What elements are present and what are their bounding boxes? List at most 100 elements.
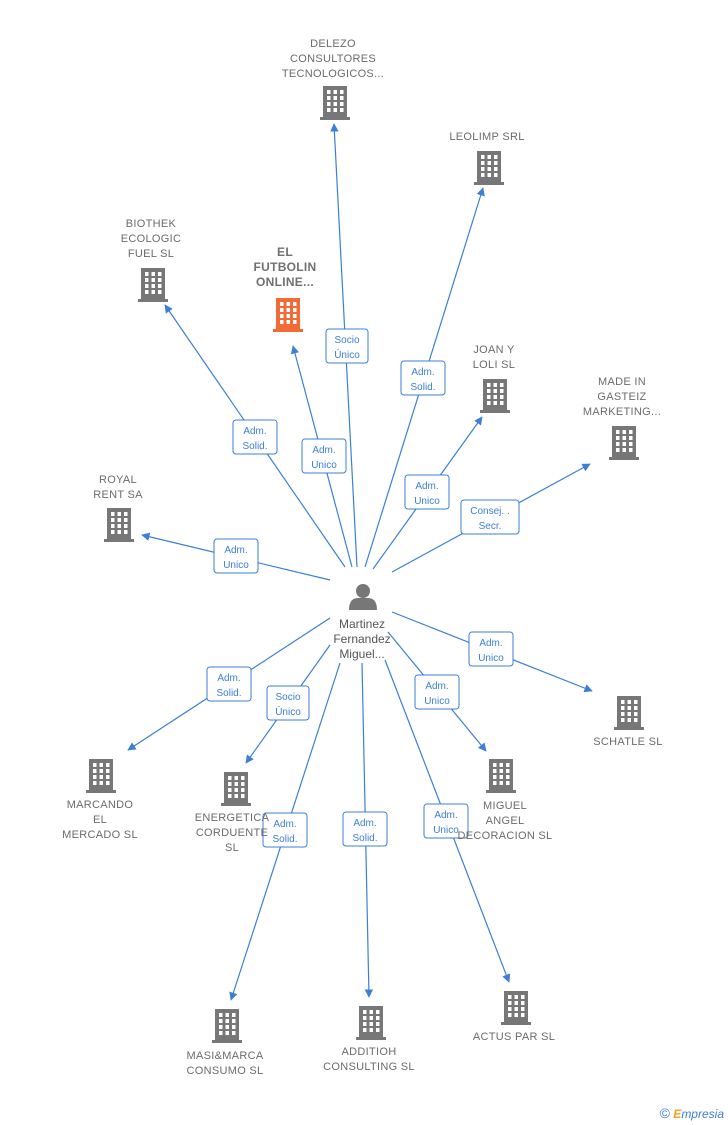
- company-node-madein[interactable]: MADE INGASTEIZMARKETING...: [583, 376, 661, 460]
- company-label-masi-line-1: MASI&MARCA: [187, 1050, 264, 1062]
- building-icon: [138, 268, 168, 302]
- relation-label-energetica-line-1: Socio: [275, 692, 300, 703]
- relation-label-biothek-line-2: Solid.: [242, 441, 267, 452]
- relation-label-additioh-line-2: Solid.: [352, 833, 377, 844]
- company-node-schatle[interactable]: SCHATLE SL: [593, 696, 662, 748]
- building-icon: [609, 426, 639, 460]
- company-label-energetica-line-1: ENERGETICA: [195, 812, 270, 824]
- company-label-energetica-line-2: CORDUENTE: [196, 827, 268, 839]
- company-label-miguel-line-3: DECORACION SL: [458, 830, 553, 842]
- brand-name: mpresia: [681, 1107, 724, 1121]
- company-label-delezo-line-3: TECNOLOGICOS...: [282, 68, 384, 80]
- relation-label-marcando-line-2: Solid.: [216, 688, 241, 699]
- relation-badge-futbolin[interactable]: Adm. Unico: [301, 438, 347, 474]
- center-person[interactable]: Martinez Fernandez Miguel...: [333, 584, 391, 661]
- relation-badge-marcando[interactable]: Adm. Solid.: [206, 666, 252, 702]
- relation-label-masi-line-1: Adm.: [273, 819, 296, 830]
- relation-label-futbolin-line-2: Unico: [311, 460, 337, 471]
- relation-label-miguel-line-2: Unico: [424, 696, 450, 707]
- company-label-futbolin-line-3: ONLINE...: [256, 275, 314, 289]
- copyright-icon: ©: [659, 1105, 670, 1121]
- company-label-futbolin-line-1: EL: [277, 245, 293, 259]
- relation-badge-actus[interactable]: Adm. Unico: [423, 803, 469, 839]
- relation-label-futbolin-line-1: Adm.: [312, 445, 335, 456]
- building-icon: [614, 696, 644, 730]
- brand-initial: E: [673, 1107, 682, 1121]
- company-node-joan[interactable]: JOAN Y LOLI SL: [473, 344, 515, 413]
- person-name-line-3: Miguel...: [339, 647, 384, 661]
- person-name-line-1: Martinez: [339, 617, 385, 631]
- relation-label-energetica-line-2: Único: [275, 705, 301, 718]
- relation-label-schatle-line-2: Unico: [478, 653, 504, 664]
- company-label-marcando-line-2: EL: [93, 814, 107, 826]
- relation-label-actus-line-2: Unico: [433, 825, 459, 836]
- company-node-additioh[interactable]: ADDITIOH CONSULTING SL: [323, 1006, 415, 1073]
- company-label-energetica-line-3: SL: [225, 842, 239, 854]
- company-node-miguel[interactable]: MIGUEL ANGEL DECORACION SL: [458, 759, 553, 842]
- relation-badge-madein[interactable]: Consej. . Secr.: [460, 499, 520, 535]
- building-icon: [474, 151, 504, 185]
- company-label-delezo-line-2: CONSULTORES: [290, 53, 376, 65]
- relation-label-madein-line-2: Secr.: [479, 521, 502, 532]
- company-node-delezo[interactable]: DELEZO CONSULTORES TECNOLOGICOS...: [282, 38, 384, 120]
- company-node-actus[interactable]: ACTUS PAR SL: [473, 991, 555, 1043]
- building-icon: [501, 991, 531, 1025]
- company-label-madein-line-3: MARKETING...: [583, 406, 661, 418]
- company-node-masi[interactable]: MASI&MARCA CONSUMO SL: [187, 1009, 264, 1077]
- company-label-actus-line-1: ACTUS PAR SL: [473, 1031, 555, 1043]
- footer-brand[interactable]: © Empresia: [660, 1105, 724, 1121]
- relation-badge-schatle[interactable]: Adm.Unico: [468, 631, 514, 667]
- building-icon: [486, 759, 516, 793]
- relation-badge-miguel[interactable]: Adm. Unico: [414, 674, 460, 710]
- company-node-energetica[interactable]: ENERGETICA CORDUENTE SL: [195, 772, 270, 854]
- relation-label-biothek-line-1: Adm.: [243, 426, 266, 437]
- company-node-leolimp[interactable]: LEOLIMP SRL: [449, 131, 524, 185]
- building-icon: [221, 772, 251, 806]
- relation-badge-masi[interactable]: Adm. Solid.: [262, 812, 308, 848]
- relation-label-royal-line-2: Unico: [223, 560, 249, 571]
- relation-badge-biothek[interactable]: Adm. Solid.: [232, 419, 278, 455]
- relation-label-leolimp-line-1: Adm.: [411, 367, 434, 378]
- company-label-joan-line-2: LOLI SL: [473, 359, 515, 371]
- company-label-royal-line-2: RENT SA: [93, 489, 143, 501]
- company-label-biothek-line-3: FUEL SL: [128, 248, 174, 260]
- company-label-delezo-line-1: DELEZO: [310, 38, 356, 50]
- company-label-miguel-line-1: MIGUEL: [483, 800, 527, 812]
- building-icon: [86, 759, 116, 793]
- company-label-futbolin-line-2: FUTBOLIN: [253, 260, 316, 274]
- company-label-joan-line-1: JOAN Y: [473, 344, 515, 356]
- relation-label-joan-line-1: Adm.: [415, 481, 438, 492]
- company-label-madein-line-2: GASTEIZ: [597, 391, 646, 403]
- company-label-marcando-line-1: MARCANDO: [67, 799, 134, 811]
- building-icon: [273, 298, 303, 332]
- relation-badge-leolimp[interactable]: Adm.Solid.: [400, 360, 446, 396]
- person-icon: [349, 584, 377, 610]
- relation-label-delezo-line-1: Socio: [334, 335, 359, 346]
- relation-label-madein-line-1: Consej. .: [470, 506, 509, 517]
- building-icon: [104, 508, 134, 542]
- company-label-leolimp-line-1: LEOLIMP SRL: [449, 131, 524, 143]
- company-label-marcando-line-3: MERCADO SL: [62, 829, 138, 841]
- relation-label-miguel-line-1: Adm.: [425, 681, 448, 692]
- company-label-additioh-line-1: ADDITIOH: [342, 1046, 397, 1058]
- company-node-futbolin[interactable]: ELFUTBOLINONLINE...: [253, 245, 316, 332]
- relation-label-marcando-line-1: Adm.: [217, 673, 240, 684]
- company-node-biothek[interactable]: BIOTHEK ECOLOGIC FUEL SL: [121, 218, 181, 302]
- building-icon: [480, 379, 510, 413]
- company-label-biothek-line-2: ECOLOGIC: [121, 233, 181, 245]
- company-label-additioh-line-2: CONSULTING SL: [323, 1061, 415, 1073]
- relation-badge-joan[interactable]: Adm. Unico: [404, 474, 450, 510]
- company-label-miguel-line-2: ANGEL: [486, 815, 525, 827]
- company-label-biothek-line-1: BIOTHEK: [126, 218, 177, 230]
- relation-label-masi-line-2: Solid.: [272, 834, 297, 845]
- relation-label-actus-line-1: Adm.: [434, 810, 457, 821]
- relation-label-delezo-line-2: Único: [334, 348, 360, 361]
- relation-badge-additioh[interactable]: Adm.Solid.: [342, 811, 388, 847]
- company-label-masi-line-2: CONSUMO SL: [187, 1065, 264, 1077]
- relation-badge-royal[interactable]: Adm.Unico: [213, 538, 259, 574]
- company-node-marcando[interactable]: MARCANDO EL MERCADO SL: [62, 759, 138, 841]
- relation-label-joan-line-2: Unico: [414, 496, 440, 507]
